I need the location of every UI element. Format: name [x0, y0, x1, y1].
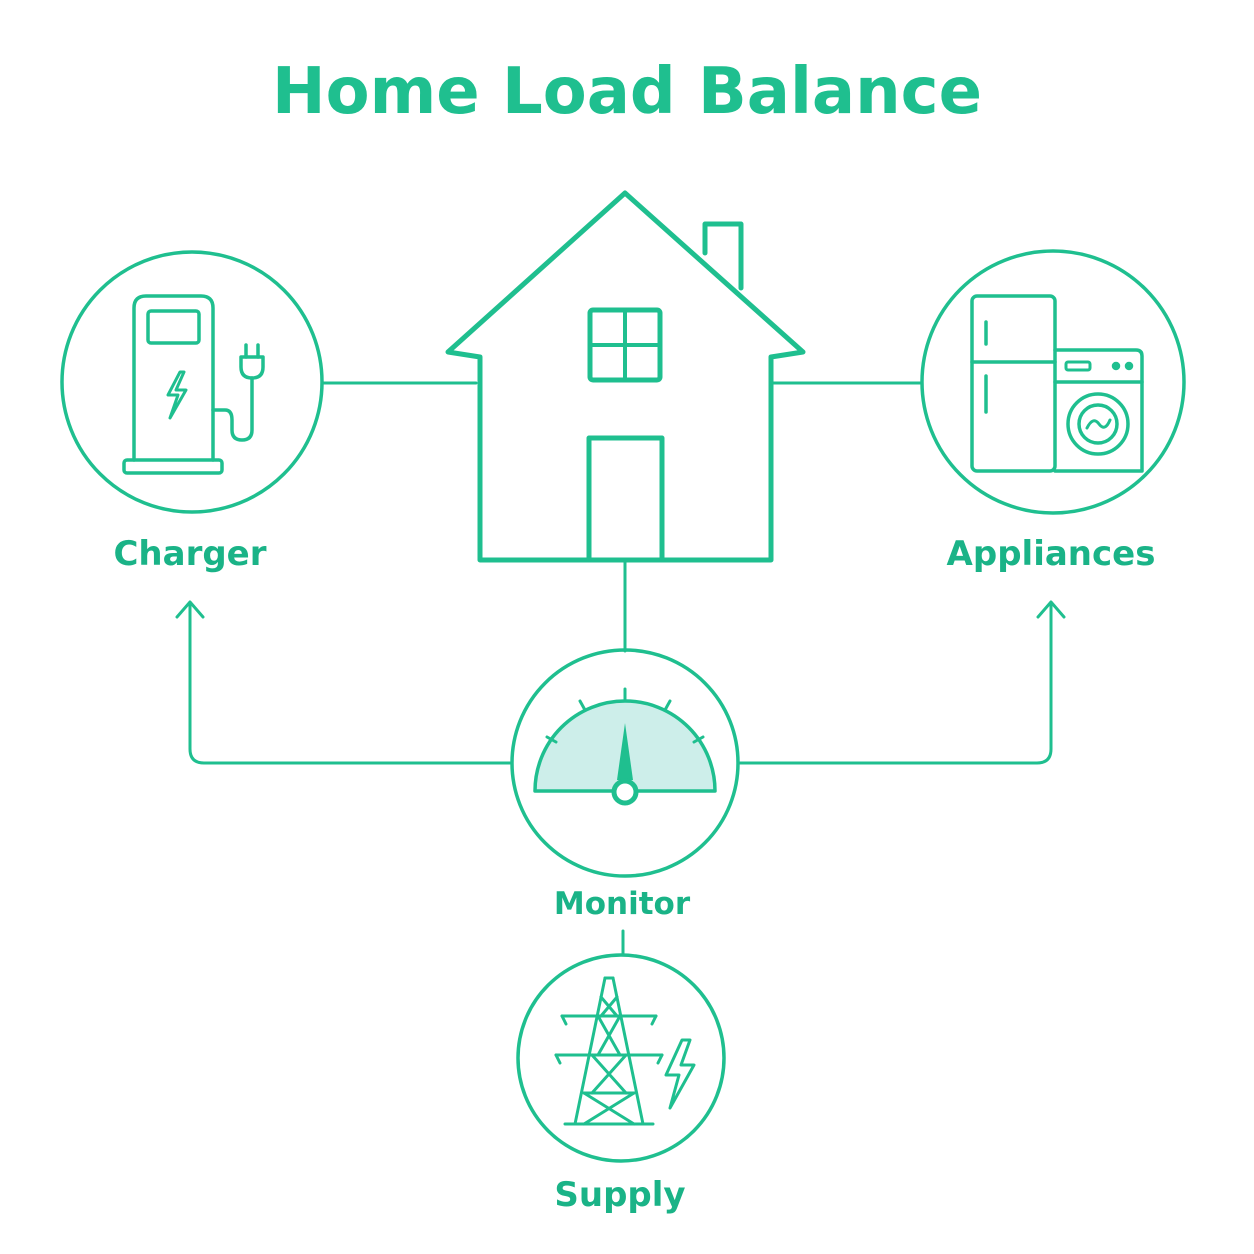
monitor-circle: [510, 648, 740, 878]
washing-machine-icon: [1053, 348, 1144, 473]
appliances-icon: [970, 294, 1144, 473]
connector-monitor-charger: [188, 602, 512, 765]
charger-node: Charger: [60, 250, 324, 574]
charger-label: Charger: [113, 534, 266, 574]
supply-node: Supply: [516, 953, 726, 1215]
house-icon: [445, 190, 806, 563]
power-tower-icon: [554, 976, 696, 1126]
supply-label: Supply: [554, 1175, 685, 1215]
appliances-label: Appliances: [947, 534, 1156, 574]
gauge-meter-icon: [533, 687, 717, 806]
appliances-circle: [920, 249, 1186, 515]
charger-circle: [60, 250, 324, 514]
arrowhead-charger: [175, 600, 205, 619]
connector-monitor-appliances: [738, 602, 1053, 765]
appliances-node: Appliances: [920, 249, 1186, 574]
monitor-label: Monitor: [554, 886, 691, 922]
supply-circle: [516, 953, 726, 1163]
ev-charger-icon: [122, 294, 265, 475]
arrowhead-appliances: [1036, 600, 1066, 619]
page-title: Home Load Balance: [272, 55, 982, 129]
monitor-node: Monitor: [510, 648, 740, 922]
